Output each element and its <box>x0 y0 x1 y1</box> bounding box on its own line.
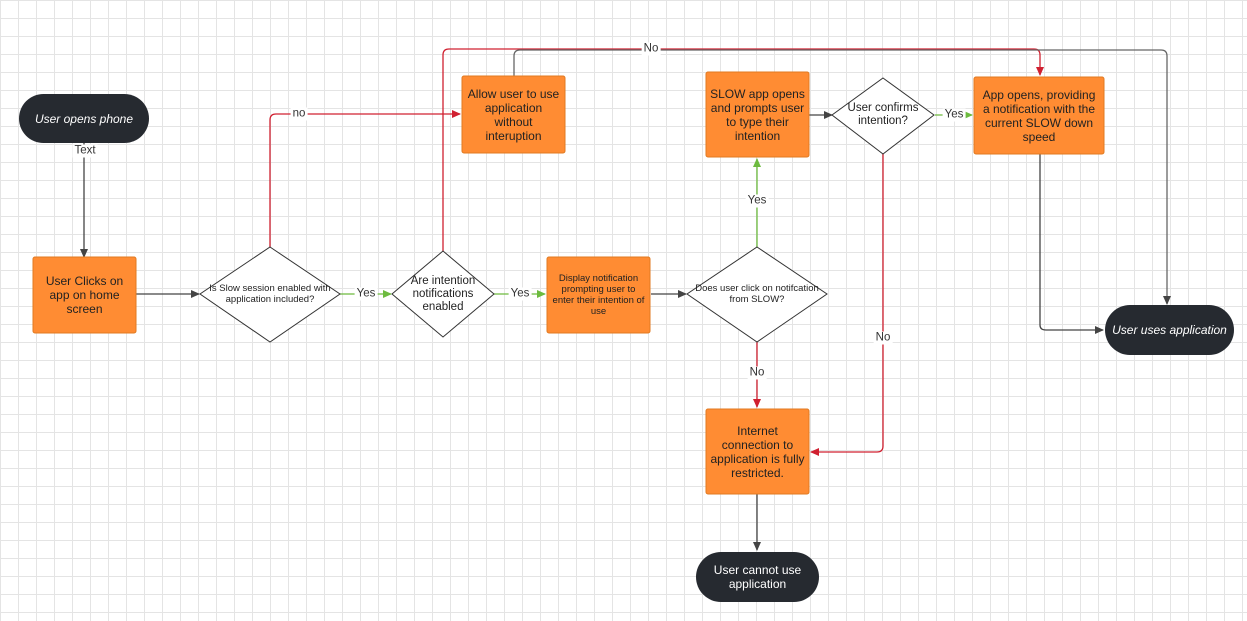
decision-clicks-notification <box>686 246 828 343</box>
edge-label-yes-click: Yes <box>745 194 769 208</box>
edge-label-no-top: No <box>641 42 661 56</box>
edge-label-no-click: No <box>747 366 767 380</box>
edge-label-no-confirm: No <box>873 331 893 345</box>
edge-label-yes-slow: Yes <box>354 287 378 301</box>
process-display-notification <box>546 256 651 334</box>
edge-confirms-no <box>810 154 884 456</box>
process-app-opens <box>973 76 1105 155</box>
edge-slow-no <box>269 110 461 247</box>
edge-label-no-allow: no <box>290 107 308 121</box>
process-slow-prompts <box>705 71 810 158</box>
process-restricted <box>705 408 810 495</box>
decision-slow-session <box>199 246 341 343</box>
terminal-start <box>19 94 149 143</box>
terminal-uses-app <box>1105 305 1234 355</box>
decision-confirms-intention <box>831 77 935 155</box>
process-allow-use <box>461 75 566 154</box>
edge-intention-no <box>442 48 1044 251</box>
edge-allow-to-uses <box>513 49 1171 305</box>
edge-label-text: Text <box>72 144 98 158</box>
decision-intention-enabled <box>391 250 495 338</box>
edge-app-opens-to-uses <box>1039 154 1104 334</box>
edge-label-yes-confirm: Yes <box>942 108 966 122</box>
terminal-cannot-use <box>696 552 819 602</box>
edge-label-yes-intention: Yes <box>508 287 532 301</box>
process-click-app <box>32 256 137 334</box>
